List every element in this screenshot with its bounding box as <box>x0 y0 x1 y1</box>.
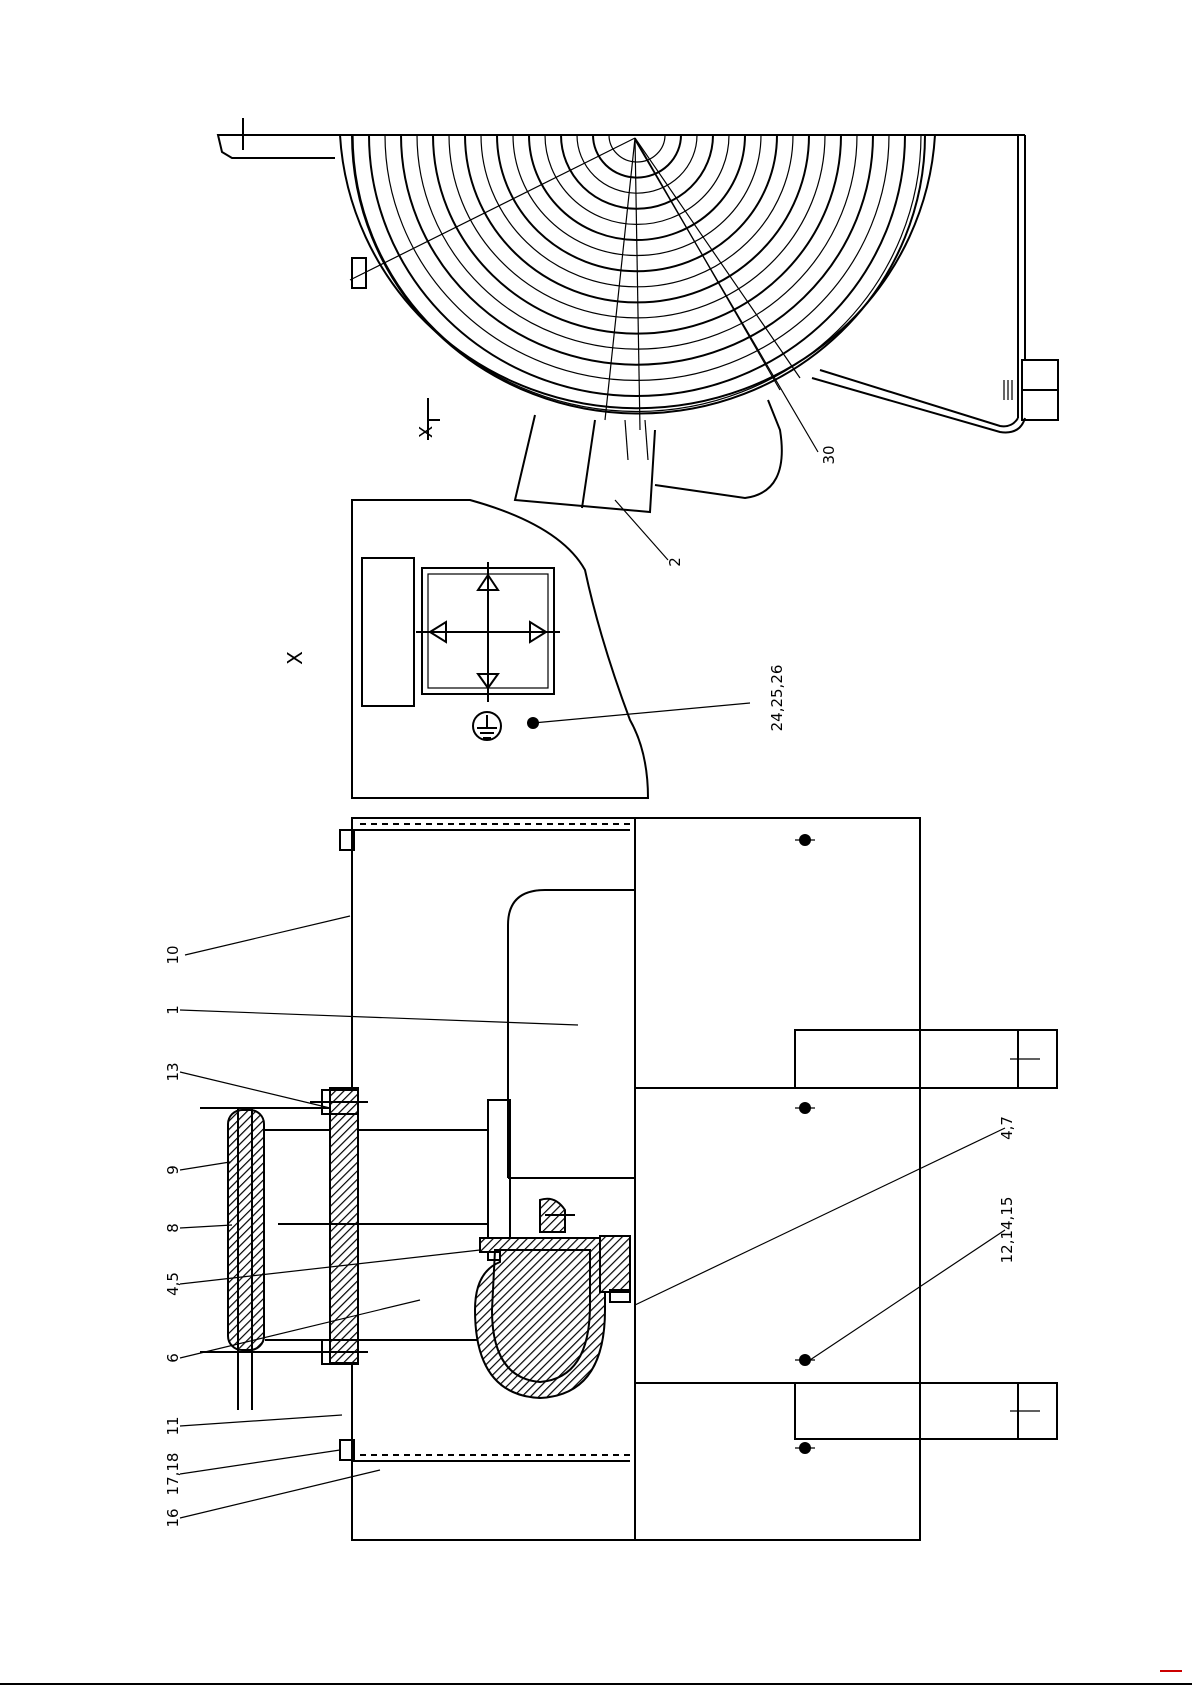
top-plate <box>228 1110 264 1350</box>
callout-11: 11 <box>164 1416 182 1435</box>
callout-16: 16 <box>164 1508 182 1527</box>
coil-turn <box>561 135 713 209</box>
outlet-duct <box>515 415 655 512</box>
frame-brace <box>820 370 1018 426</box>
callout-2: 2 <box>666 557 684 567</box>
ground-symbol-icon <box>473 712 501 740</box>
coil-turn <box>609 135 665 162</box>
section-arrow-label: X <box>416 426 437 438</box>
motor-body <box>508 890 635 1178</box>
detail-x-view <box>352 500 648 798</box>
cable-loop <box>655 400 782 498</box>
section-view <box>200 818 1057 1540</box>
callout-1: 1 <box>164 1005 182 1015</box>
callout-17-18: 17,18 <box>164 1453 182 1496</box>
callout-13: 13 <box>164 1062 182 1081</box>
callout-6: 6 <box>164 1353 182 1363</box>
callout-10: 10 <box>164 945 182 964</box>
detail-view-label: X <box>283 651 307 665</box>
nameplate <box>362 558 414 706</box>
callout-9: 9 <box>164 1165 182 1175</box>
coil-turn <box>545 135 729 224</box>
callout-24-25-26: 24,25,26 <box>768 665 786 732</box>
callout-30: 30 <box>820 445 838 464</box>
coil-view <box>218 118 1058 512</box>
detail-panel <box>352 500 648 798</box>
callout-8: 8 <box>164 1223 182 1233</box>
callout-4-5: 4,5 <box>164 1272 182 1296</box>
cover-flange <box>330 1088 358 1363</box>
callout-12-14-15: 12,14,15 <box>998 1197 1016 1264</box>
corner-mark <box>1160 1670 1182 1672</box>
clamp <box>600 1236 630 1292</box>
mounting-lug <box>218 135 262 158</box>
callout-4-7: 4,7 <box>998 1116 1016 1140</box>
